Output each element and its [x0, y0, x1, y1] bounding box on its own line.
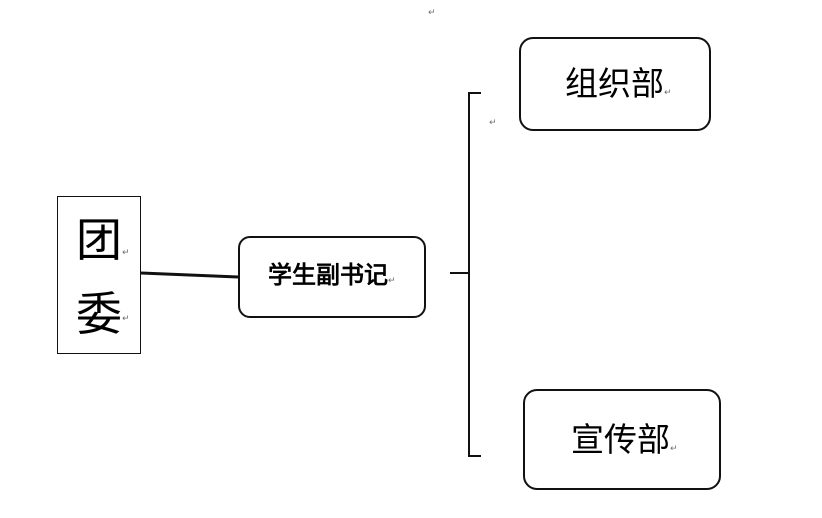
middle-box: 学生副书记↵ — [238, 236, 426, 318]
middle-label-text: 学生副书记 — [268, 260, 388, 289]
branch-label-1: 组织部↵ — [565, 67, 672, 100]
root-char-1: 团 — [76, 213, 122, 267]
paragraph-mark-branch-2: ↵ — [670, 444, 678, 454]
branch-label-2-text: 宣传部 — [571, 420, 670, 459]
paragraph-mark-bracket: ↵ — [489, 118, 497, 128]
paragraph-mark-middle: ↵ — [388, 276, 396, 286]
branch-box-1: 组织部↵ — [519, 37, 711, 131]
root-char-2: 委 — [76, 287, 122, 341]
branch-box-2: 宣传部↵ — [523, 389, 721, 490]
paragraph-mark-root-1: ↵ — [122, 248, 130, 258]
middle-label: 学生副书记↵ — [268, 263, 396, 287]
paragraph-mark-root-2: ↵ — [122, 314, 130, 324]
root-box: 团 ↵ 委 ↵ — [57, 196, 141, 354]
bracket — [468, 92, 481, 457]
connector-root-to-middle — [140, 271, 239, 279]
branch-label-1-text: 组织部 — [565, 64, 664, 103]
paragraph-mark-top: ↵ — [428, 8, 436, 18]
paragraph-mark-branch-1: ↵ — [664, 88, 672, 98]
branch-label-2: 宣传部↵ — [571, 423, 678, 456]
